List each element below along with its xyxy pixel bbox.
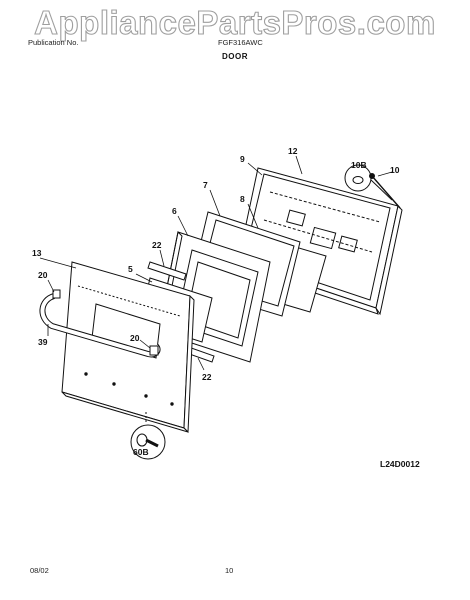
callout-13: 13 bbox=[32, 248, 42, 258]
leader-lines bbox=[39, 155, 393, 371]
callout-5: 5 bbox=[128, 264, 133, 274]
callout-10b: 10B bbox=[351, 160, 367, 170]
callout-labels: 9 12 10B 10 7 8 6 22 13 5 20 39 20 22 60… bbox=[32, 146, 400, 457]
callout-8: 8 bbox=[240, 194, 245, 204]
callout-39: 39 bbox=[38, 337, 48, 347]
callout-10: 10 bbox=[390, 165, 400, 175]
callout-60b: 60B bbox=[133, 447, 149, 457]
callout-12: 12 bbox=[288, 146, 298, 156]
callout-6: 6 bbox=[172, 206, 177, 216]
watermark-logo: AppliancePartsPros.com bbox=[34, 3, 436, 41]
publication-label: Publication No. bbox=[28, 38, 79, 47]
callout-22-top: 22 bbox=[152, 240, 162, 250]
callout-9: 9 bbox=[240, 154, 245, 164]
callout-7: 7 bbox=[203, 180, 208, 190]
callout-20-right: 20 bbox=[130, 333, 140, 343]
end-cap-20-right bbox=[149, 345, 159, 356]
washer-10b-detail bbox=[344, 164, 393, 201]
strip-22-top bbox=[147, 261, 187, 281]
callout-20-left: 20 bbox=[38, 270, 48, 280]
footer-date: 08/02 bbox=[30, 566, 49, 575]
screw-60b-detail bbox=[130, 412, 166, 460]
callout-22-bottom: 22 bbox=[202, 372, 212, 382]
end-cap-20-left bbox=[52, 289, 61, 299]
model-number: FGF316AWC bbox=[218, 38, 263, 47]
diagram-code: L24D0012 bbox=[380, 459, 420, 469]
section-title: DOOR bbox=[222, 52, 248, 61]
footer-page-number: 10 bbox=[225, 566, 234, 575]
